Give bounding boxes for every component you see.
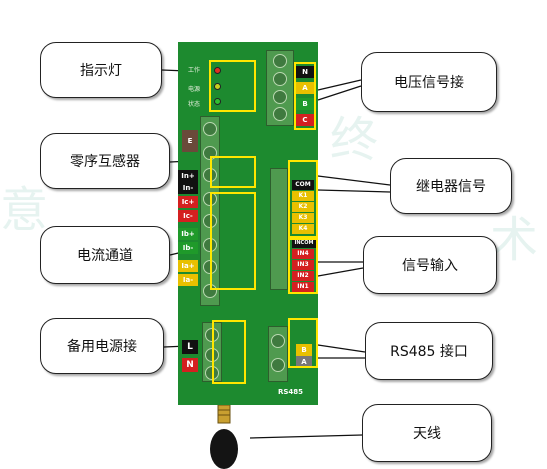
backup-pin-n: N <box>182 358 198 372</box>
relay-pin-k2: K2 <box>292 202 314 212</box>
antenna-icon <box>210 405 238 469</box>
callout-voltage-text: 电压信号接 <box>394 75 464 91</box>
callout-indicator: 指示灯 <box>40 42 162 98</box>
led-label-status: 状态 <box>188 101 201 108</box>
watermark-char: 终 <box>330 112 379 168</box>
watermark-char: 术 <box>490 212 539 268</box>
terminal-screw-icon <box>203 122 217 136</box>
callout-signal-in: 信号输入 <box>363 236 497 294</box>
voltage-pin-c: C <box>296 114 314 126</box>
voltage-pin-a: A <box>296 82 314 94</box>
backup-pin-l: L <box>182 340 198 354</box>
current-pin-ia-minus: Ia- <box>178 274 198 286</box>
callout-relay: 继电器信号 <box>390 158 512 214</box>
terminal-screw-icon <box>273 107 287 121</box>
voltage-highlight <box>294 62 316 130</box>
input-highlight <box>288 238 318 294</box>
current-pin-ic-plus: Ic+ <box>178 196 198 208</box>
current-pin-in-minus: In- <box>178 182 198 194</box>
callout-relay-text: 继电器信号 <box>416 179 486 195</box>
current-pin-ib-plus: Ib+ <box>178 228 198 240</box>
relay-pin-k3: K3 <box>292 213 314 223</box>
callout-zero-seq-text: 零序互感器 <box>70 154 140 170</box>
callout-antenna: 天线 <box>362 404 492 462</box>
led-power-icon <box>214 83 221 90</box>
led-label-work: 工作 <box>188 67 201 74</box>
input-pin-in2: IN2 <box>292 271 314 281</box>
input-pin-in4: IN4 <box>292 249 314 259</box>
relay-input-terminal <box>270 168 288 290</box>
relay-pin-com: COM <box>292 180 314 190</box>
current-pin-e: E <box>182 130 198 152</box>
terminal-screw-icon <box>273 54 287 68</box>
current-highlight <box>210 192 256 290</box>
callout-backup-text: 备用电源接 <box>67 339 137 355</box>
terminal-screw-icon <box>271 334 285 348</box>
input-pin-in1: IN1 <box>292 282 314 292</box>
callout-zero-seq: 零序互感器 <box>40 133 170 189</box>
current-pin-ia-plus: Ia+ <box>178 260 198 272</box>
callout-rs485-text: RS485 接口 <box>390 344 468 360</box>
current-pin-ic-minus: Ic- <box>178 210 198 222</box>
backup-highlight <box>212 320 246 384</box>
terminal-screw-icon <box>273 72 287 86</box>
voltage-pin-b: B <box>296 98 314 110</box>
callout-current-text: 电流通道 <box>77 248 133 264</box>
rs485-pin-b: B <box>296 344 312 356</box>
controller-board: 工作 电源 状态 N A B C E In+ In- Ic+ Ic- Ib+ I… <box>178 42 318 405</box>
callout-backup: 备用电源接 <box>40 318 164 374</box>
voltage-pin-n: N <box>296 66 314 78</box>
zero-seq-highlight <box>210 156 256 188</box>
current-pin-in-plus: In+ <box>178 170 198 182</box>
relay-highlight <box>288 160 318 238</box>
current-pin-ib-minus: Ib- <box>178 242 198 254</box>
relay-pin-k4: K4 <box>292 224 314 234</box>
led-work-icon <box>214 67 221 74</box>
input-pin-incom: INCOM <box>292 238 316 248</box>
rs485-pin-a: A <box>296 356 312 368</box>
callout-voltage: 电压信号接 <box>361 52 497 112</box>
watermark-char: 意 <box>0 182 49 238</box>
terminal-screw-icon <box>271 358 285 372</box>
callout-signal-in-text: 信号输入 <box>402 258 458 274</box>
callout-antenna-text: 天线 <box>413 426 441 442</box>
rs485-board-label: RS485 <box>278 388 304 396</box>
led-label-power: 电源 <box>188 86 201 93</box>
callout-current: 电流通道 <box>40 226 170 284</box>
terminal-screw-icon <box>273 90 287 104</box>
rs485-highlight <box>288 318 318 368</box>
indicator-highlight <box>209 60 256 112</box>
input-pin-in3: IN3 <box>292 260 314 270</box>
callout-indicator-text: 指示灯 <box>80 63 122 79</box>
led-status-icon <box>214 98 221 105</box>
relay-pin-k1: K1 <box>292 191 314 201</box>
callout-rs485: RS485 接口 <box>365 322 493 380</box>
